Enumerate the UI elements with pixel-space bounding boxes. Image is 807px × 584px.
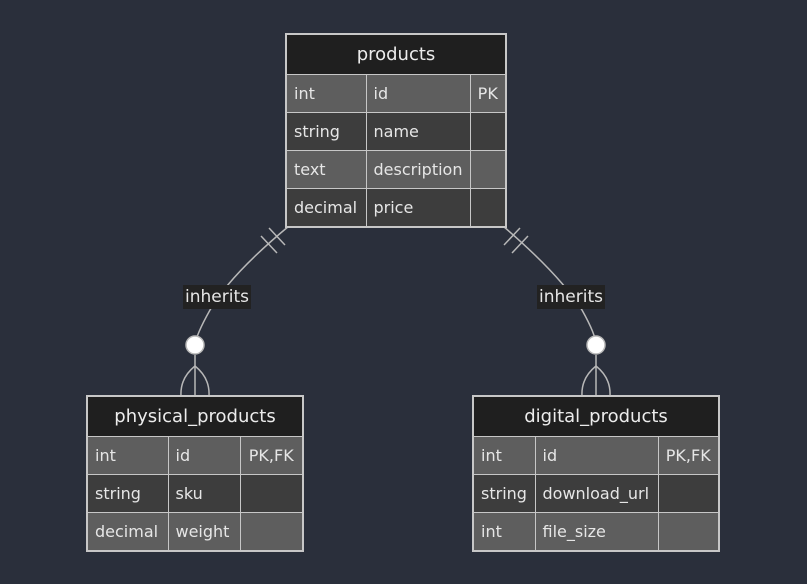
attribute-row: int file_size [474, 512, 718, 550]
cardinality-one-mark [503, 227, 521, 246]
attribute-type: decimal [88, 512, 169, 550]
attribute-type: string [474, 474, 536, 513]
attribute-name: name [365, 112, 471, 151]
attribute-name: download_url [534, 474, 659, 513]
entity-title: physical_products [88, 397, 302, 437]
attribute-row: int id PK,FK [474, 437, 718, 475]
cardinality-one-mark [511, 235, 529, 254]
cardinality-one-mark [260, 235, 278, 254]
attribute-key [469, 188, 505, 226]
attribute-name: id [365, 75, 471, 113]
attribute-type: int [474, 512, 536, 550]
attribute-row: decimal weight [88, 512, 302, 550]
attribute-key [657, 474, 718, 513]
attribute-row: int id PK,FK [88, 437, 302, 475]
crows-foot-left [581, 365, 597, 397]
attribute-key [469, 112, 505, 151]
entity-products[interactable]: products int id PK string name text desc… [285, 33, 507, 228]
cardinality-zero-circle [185, 335, 205, 355]
crows-foot-left [180, 365, 196, 397]
entity-title: digital_products [474, 397, 718, 437]
relationship-label-physical: inherits [183, 285, 251, 309]
cardinality-one-mark [268, 227, 286, 246]
attribute-row: decimal price [287, 188, 505, 226]
attribute-key [657, 512, 718, 550]
attribute-row: string download_url [474, 474, 718, 513]
attribute-key: PK [469, 75, 505, 113]
attribute-name: file_size [534, 512, 659, 550]
attribute-name: sku [167, 474, 241, 513]
attribute-type: int [287, 75, 367, 113]
attribute-type: string [287, 112, 367, 151]
attribute-key [239, 512, 302, 550]
attribute-key [469, 150, 505, 189]
attribute-name: description [365, 150, 471, 189]
attribute-row: string sku [88, 474, 302, 513]
entity-physical-products[interactable]: physical_products int id PK,FK string sk… [86, 395, 304, 552]
attribute-key: PK,FK [657, 437, 718, 475]
attribute-type: string [88, 474, 169, 513]
attribute-key [239, 474, 302, 513]
crows-foot-right [194, 365, 210, 397]
entity-digital-products[interactable]: digital_products int id PK,FK string dow… [472, 395, 720, 552]
attribute-row: text description [287, 150, 505, 189]
attribute-type: int [474, 437, 536, 475]
attribute-name: id [534, 437, 659, 475]
attribute-type: int [88, 437, 169, 475]
crows-foot-right [595, 365, 611, 397]
attribute-name: weight [167, 512, 241, 550]
attribute-type: decimal [287, 188, 367, 226]
attribute-name: price [365, 188, 471, 226]
attribute-key: PK,FK [239, 437, 302, 475]
relationship-label-digital: inherits [537, 285, 605, 309]
attribute-name: id [167, 437, 241, 475]
cardinality-zero-circle [586, 335, 606, 355]
entity-title: products [287, 35, 505, 75]
attribute-type: text [287, 150, 367, 189]
attribute-row: int id PK [287, 75, 505, 113]
attribute-row: string name [287, 112, 505, 151]
